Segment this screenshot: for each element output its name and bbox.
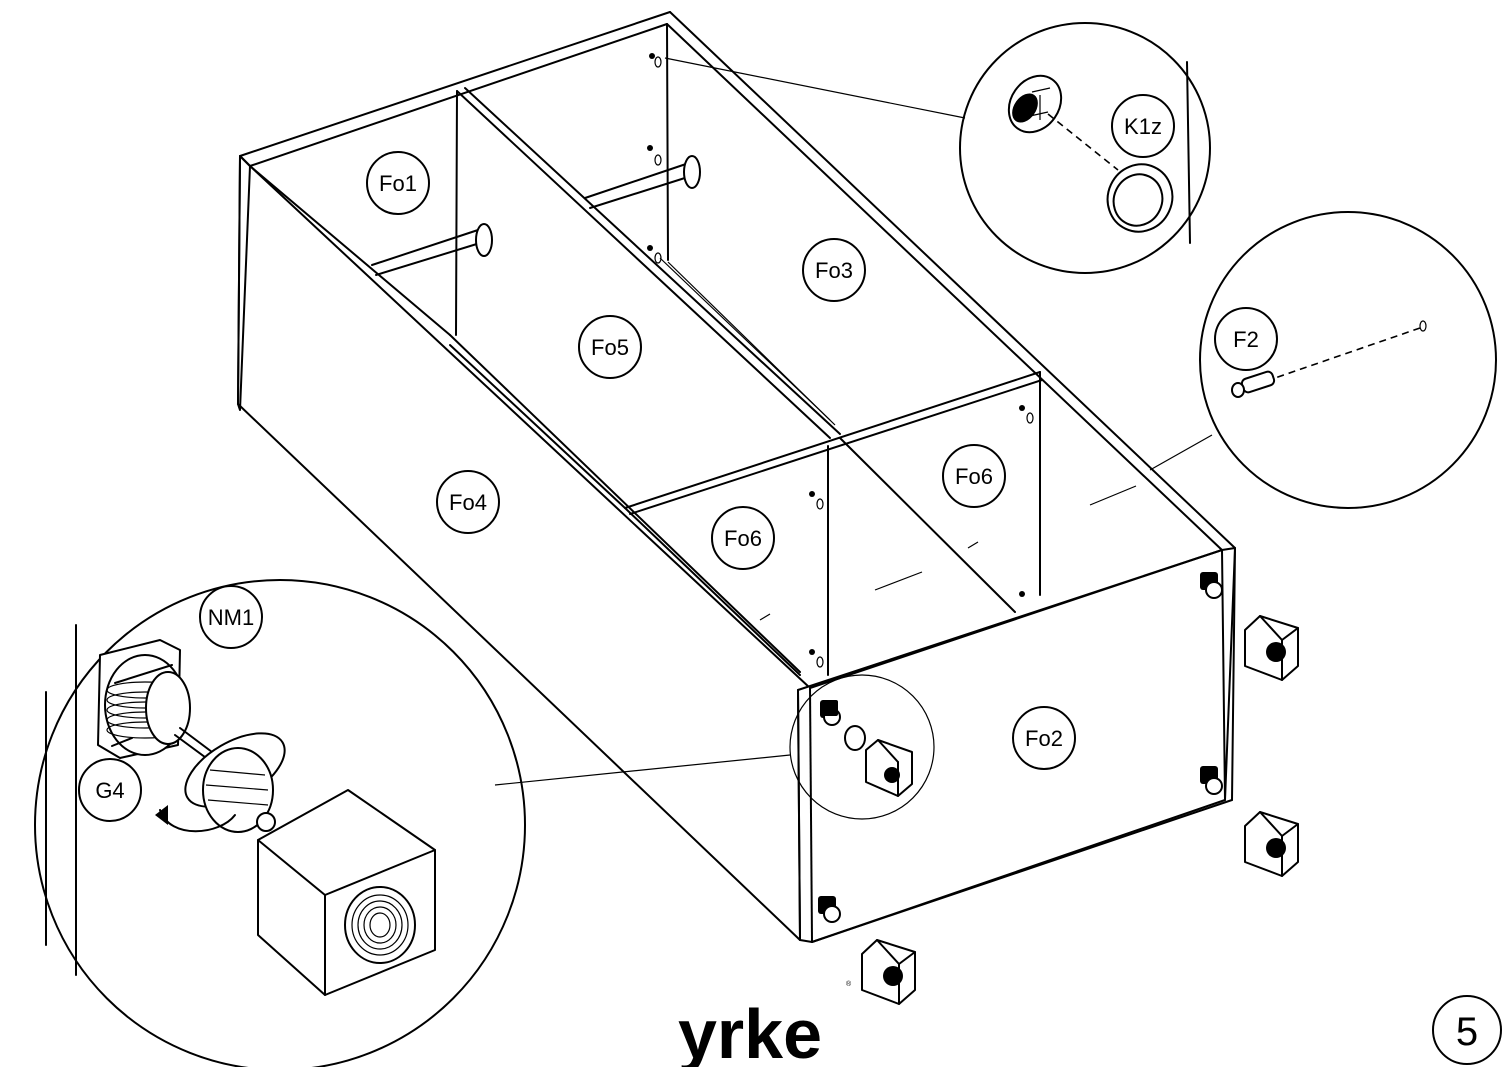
svg-text:Fo3: Fo3: [815, 258, 853, 283]
leg-block: [861, 939, 916, 1005]
svg-text:Fo2: Fo2: [1025, 726, 1063, 751]
brand-logo: yrke ®: [678, 980, 852, 1067]
leg-block: [1244, 811, 1299, 877]
leg-block: [1244, 615, 1299, 681]
svg-text:yrke: yrke: [678, 995, 822, 1067]
label-nm1: NM1: [199, 585, 263, 649]
label-fo1: Fo1: [366, 151, 430, 215]
label-fo5: Fo5: [578, 315, 642, 379]
label-k1z: K1z: [1111, 94, 1175, 158]
fitting-callout-circle: [494, 674, 935, 820]
label-fo6-left: Fo6: [711, 506, 775, 570]
label-fo3: Fo3: [802, 238, 866, 302]
svg-text:Fo6: Fo6: [724, 526, 762, 551]
label-fo4: Fo4: [436, 470, 500, 534]
svg-text:Fo5: Fo5: [591, 335, 629, 360]
label-f2: F2: [1214, 307, 1278, 371]
label-fo6-right: Fo6: [942, 444, 1006, 508]
label-fo2: Fo2: [1012, 706, 1076, 770]
svg-text:G4: G4: [95, 778, 124, 803]
k1z-detail-circle: [959, 22, 1211, 274]
svg-text:Fo1: Fo1: [379, 171, 417, 196]
collar-ridges: [205, 769, 269, 806]
svg-text:NM1: NM1: [208, 605, 254, 630]
svg-text:K1z: K1z: [1124, 114, 1162, 139]
f2-detail-circle: [1199, 211, 1497, 509]
cube-thread-rings: [351, 894, 409, 956]
svg-text:Fo6: Fo6: [955, 464, 993, 489]
svg-text:Fo4: Fo4: [449, 490, 487, 515]
step-number: 5: [1432, 995, 1502, 1065]
nm1-detail-circle: [34, 579, 526, 1067]
svg-text:5: 5: [1456, 1010, 1478, 1054]
label-g4: G4: [78, 758, 142, 822]
leg-blocks: [861, 615, 1299, 1005]
svg-text:F2: F2: [1233, 327, 1259, 352]
svg-text:®: ®: [846, 980, 852, 988]
cabinet-body: [237, 11, 1236, 943]
